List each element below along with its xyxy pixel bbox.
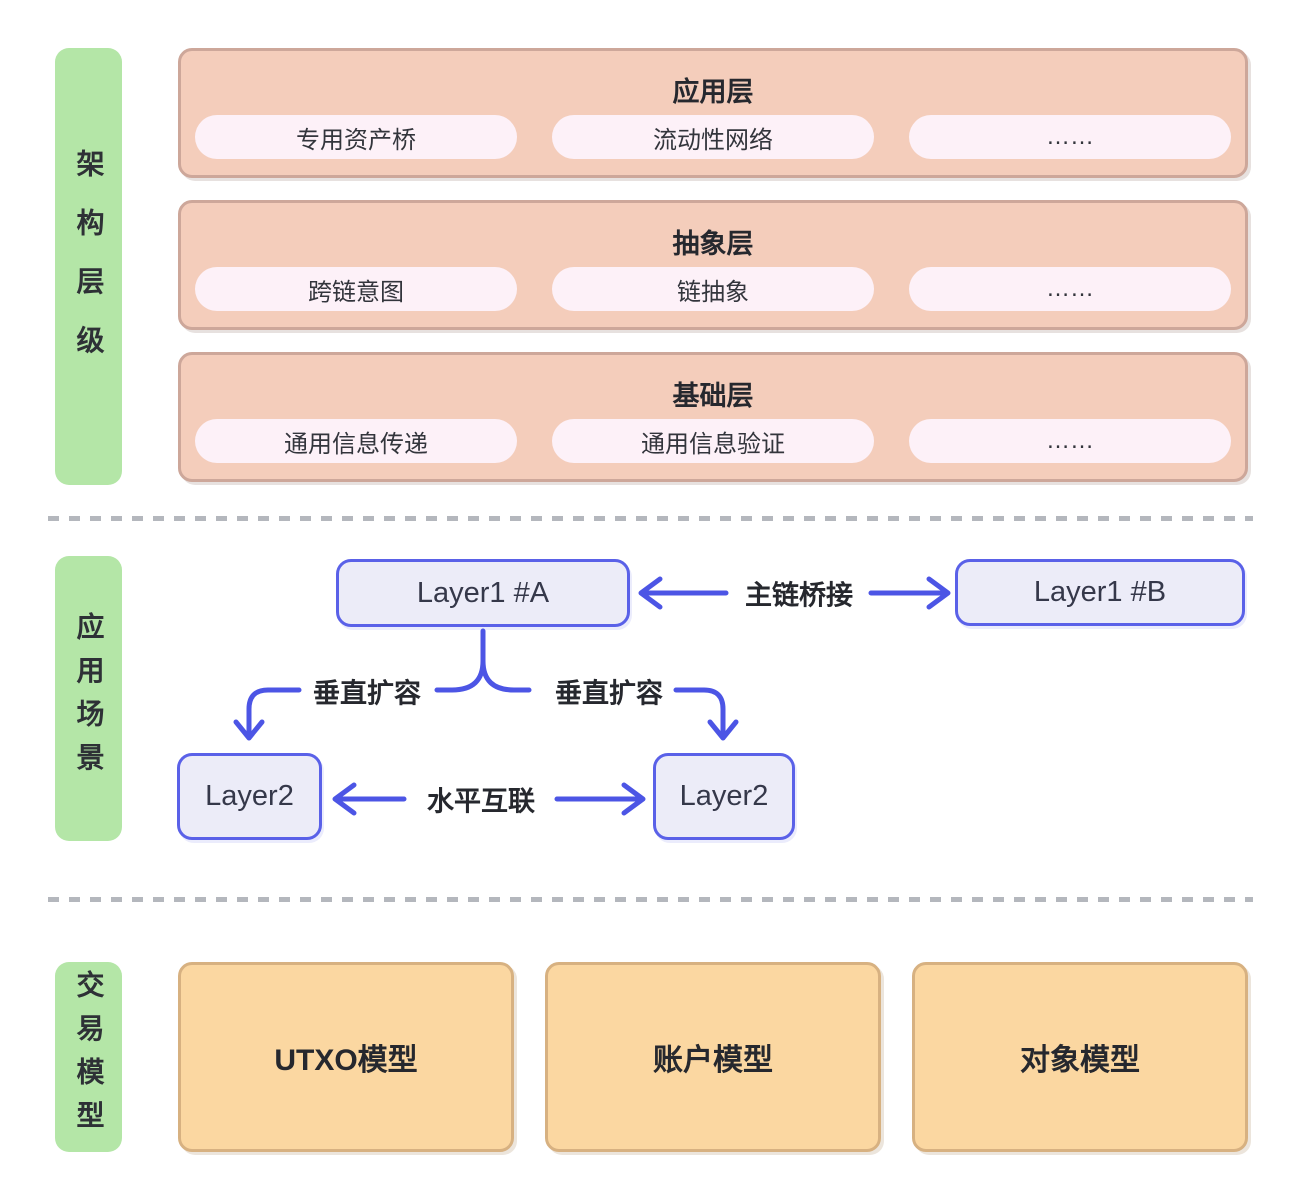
- layer-box-base: 基础层 通用信息传递 通用信息验证 ……: [178, 352, 1248, 482]
- arrow-horizontal-right: [554, 782, 646, 816]
- dashed-separator-top: [48, 516, 1253, 521]
- side-label-scenarios: 应用场景: [55, 556, 122, 841]
- arrow-bridge-right: [868, 576, 951, 610]
- pill-row: 专用资产桥 流动性网络 ……: [195, 115, 1231, 159]
- pill-ellipsis: ……: [909, 115, 1231, 159]
- edge-label-bridge: 主链桥接: [745, 580, 853, 611]
- layer-title-application: 应用层: [672, 77, 754, 107]
- model-box-account: 账户模型: [545, 962, 881, 1152]
- layer-title-abstraction: 抽象层: [672, 229, 754, 259]
- pill-crosschain-intent: 跨链意图: [195, 267, 517, 311]
- pill-row: 通用信息传递 通用信息验证 ……: [195, 419, 1231, 463]
- arrow-bridge-left: [638, 576, 729, 610]
- arrow-horizontal-left: [332, 782, 407, 816]
- edge-label-vertical-right: 垂直扩容: [555, 678, 663, 709]
- node-layer2-right: Layer2: [653, 753, 795, 840]
- connector-wishbone: [434, 628, 532, 693]
- pill-row: 跨链意图 链抽象 ……: [195, 267, 1231, 311]
- side-label-models: 交易模型: [55, 962, 122, 1152]
- pill-asset-bridge: 专用资产桥: [195, 115, 517, 159]
- edge-label-horizontal: 水平互联: [427, 786, 535, 817]
- layer-box-abstraction: 抽象层 跨链意图 链抽象 ……: [178, 200, 1248, 330]
- side-label-architecture: 架构层级: [55, 48, 122, 485]
- node-layer1-b: Layer1 #B: [955, 559, 1245, 626]
- pill-ellipsis: ……: [909, 267, 1231, 311]
- edge-label-vertical-left: 垂直扩容: [313, 678, 421, 709]
- pill-liquidity-network: 流动性网络: [552, 115, 874, 159]
- pill-message-passing: 通用信息传递: [195, 419, 517, 463]
- model-box-object: 对象模型: [912, 962, 1248, 1152]
- dashed-separator-bottom: [48, 897, 1253, 902]
- layer-title-base: 基础层: [672, 381, 754, 411]
- node-layer2-left: Layer2: [177, 753, 322, 840]
- arrow-vertical-right: [673, 687, 739, 741]
- layer-box-application: 应用层 专用资产桥 流动性网络 ……: [178, 48, 1248, 178]
- pill-message-verification: 通用信息验证: [552, 419, 874, 463]
- arrow-vertical-left: [233, 687, 302, 741]
- pill-chain-abstraction: 链抽象: [552, 267, 874, 311]
- pill-ellipsis: ……: [909, 419, 1231, 463]
- model-box-utxo: UTXO模型: [178, 962, 514, 1152]
- node-layer1-a: Layer1 #A: [336, 559, 630, 627]
